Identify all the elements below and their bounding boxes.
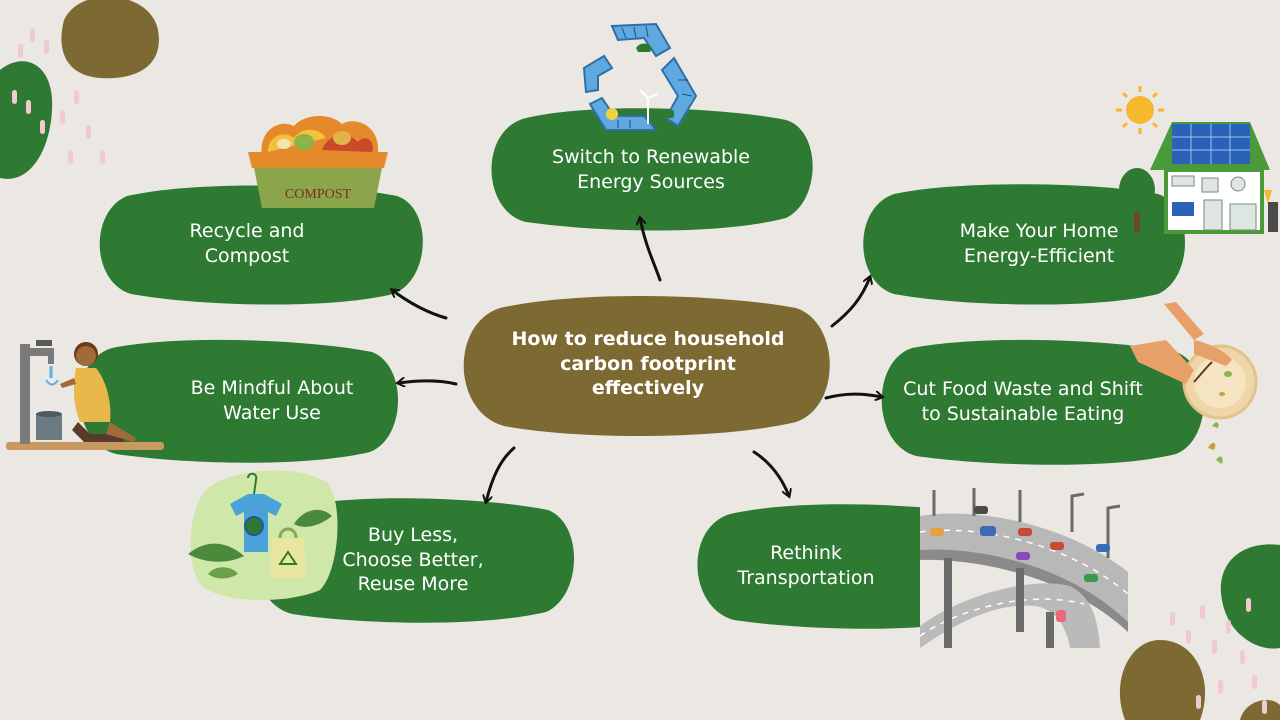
central-topic-title: How to reduce household carbon footprint… — [511, 327, 785, 400]
compost-bin-illustration: COMPOST — [238, 112, 398, 212]
topic-shape — [99, 185, 423, 305]
decor-brown-blob-bottom — [1119, 640, 1206, 720]
highway-icon — [919, 486, 1129, 648]
topic-label: Switch to Renewable Energy Sources — [552, 146, 750, 193]
solar-house-illustration — [1112, 86, 1280, 236]
food-plate-illustration — [1128, 300, 1268, 468]
decor-green-blob-left — [0, 61, 53, 179]
topic-label: Cut Food Waste and Shift to Sustainable … — [903, 378, 1143, 425]
decor-brown-blob-top — [61, 0, 159, 79]
topic-water-use: Be Mindful About Water Use — [72, 338, 402, 464]
solar-house-icon — [1116, 86, 1278, 234]
topic-label: Be Mindful About Water Use — [190, 377, 354, 424]
recycle-symbol-icon — [582, 22, 698, 131]
decor-brown-blob-corner — [1240, 700, 1280, 720]
topic-label: Rethink Transportation — [737, 542, 875, 589]
topic-home-energy: Make Your Home Energy-Efficient — [858, 182, 1190, 306]
tshirt-bag-icon — [188, 470, 338, 601]
highway-illustration — [919, 486, 1129, 648]
water-tap-icon — [6, 340, 164, 450]
topic-label: Buy Less, Choose Better, Reuse More — [342, 523, 484, 596]
topic-shape — [79, 339, 399, 463]
recycle-solar-illustration — [578, 18, 702, 138]
topic-label: Make Your Home Energy-Efficient — [959, 220, 1119, 267]
central-topic-shape — [463, 295, 830, 437]
topic-food-waste: Cut Food Waste and Shift to Sustainable … — [876, 338, 1210, 466]
food-plate-icon — [1130, 302, 1258, 464]
topic-shape — [881, 339, 1204, 465]
decor-green-blob-right — [1220, 544, 1280, 649]
topic-renewable-energy: Switch to Renewable Energy Sources — [486, 108, 816, 232]
compost-label: COMPOST — [285, 187, 352, 202]
topic-label: Recycle and Compost — [189, 220, 305, 267]
compost-bin-icon: COMPOST — [248, 115, 388, 208]
topic-recycle-compost: Recycle and Compost — [97, 182, 427, 306]
reuse-clothes-illustration — [188, 468, 338, 601]
water-tap-illustration — [6, 338, 166, 454]
topic-shape — [491, 108, 813, 231]
topic-shape — [863, 184, 1185, 305]
central-topic: How to reduce household carbon footprint… — [460, 290, 836, 438]
decor-pink-dashes — [12, 28, 1267, 714]
